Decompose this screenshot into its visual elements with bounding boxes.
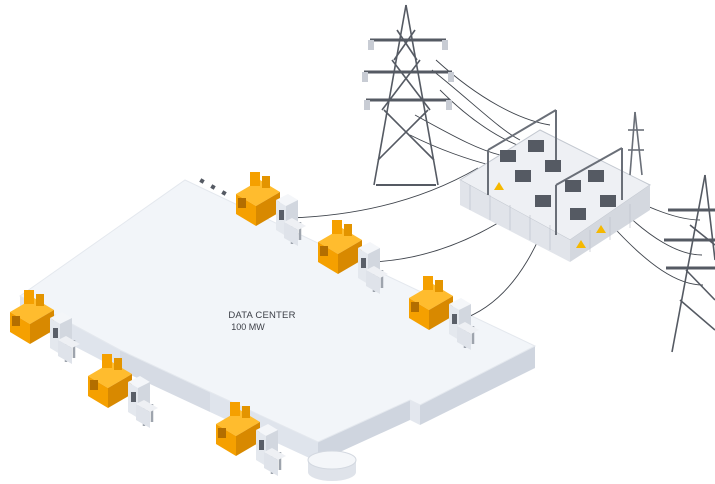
insulator-group (362, 40, 454, 110)
building-side-step (120, 350, 210, 412)
transmission-tower-icon (364, 4, 452, 186)
storage-tank-icon (307, 450, 357, 481)
transmission-tower-icon (664, 174, 715, 353)
building-title: DATA CENTER (228, 310, 296, 321)
building-capacity: 100 MW (231, 322, 265, 332)
continuation-dots (199, 178, 227, 196)
building-roof (19, 179, 537, 443)
building-side-right (420, 346, 535, 425)
substation-icon (459, 109, 651, 262)
building-side-right-front (318, 400, 410, 462)
building-side-notch (410, 400, 420, 425)
